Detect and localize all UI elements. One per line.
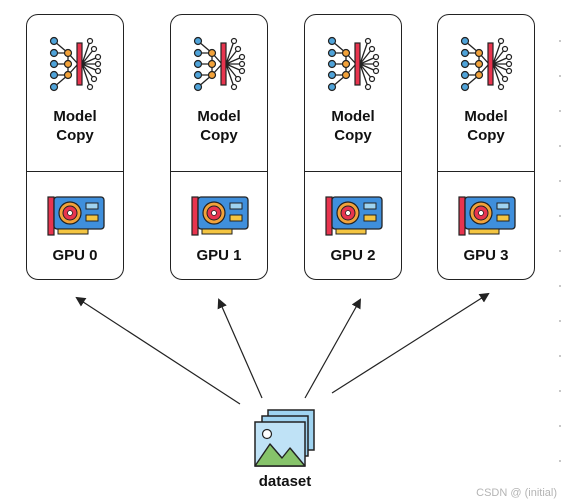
neural-network-icon: [460, 36, 513, 92]
neural-network-icon: [327, 36, 380, 92]
model-copy-label: Model Copy: [27, 107, 123, 145]
card-divider: [438, 171, 534, 172]
gpu-label: GPU 1: [196, 247, 242, 264]
gpu-card-0: Model Copy GPU 0: [26, 14, 124, 280]
arrow-to-gpu-3: [331, 292, 490, 394]
gpu-card-2: Model Copy GPU 2: [304, 14, 402, 280]
gpu-card-icon: [191, 196, 249, 236]
gpu-label: GPU 2: [330, 247, 376, 264]
arrow-to-gpu-1: [217, 298, 263, 399]
arrow-to-gpu-2: [304, 298, 361, 399]
card-divider: [171, 171, 267, 172]
gpu-card-1: Model Copy GPU 1: [170, 14, 268, 280]
model-label-line2: Copy: [56, 127, 94, 144]
gpu-card-icon: [458, 196, 516, 236]
dataset-images-icon: [254, 409, 315, 467]
card-divider: [27, 171, 123, 172]
model-label-line1: Model: [464, 108, 508, 125]
model-label-line1: Model: [331, 108, 375, 125]
neural-network-icon: [193, 36, 246, 92]
right-edge-dots: [559, 40, 561, 462]
model-copy-label: Model Copy: [171, 107, 267, 145]
watermark: CSDN @ (initial): [476, 487, 557, 499]
gpu-label: GPU 3: [463, 247, 509, 264]
gpu-card-3: Model Copy GPU 3: [437, 14, 535, 280]
model-copy-label: Model Copy: [305, 107, 401, 145]
model-copy-label: Model Copy: [438, 107, 534, 145]
gpu-card-icon: [47, 196, 105, 236]
model-label-line1: Model: [53, 108, 97, 125]
model-label-line2: Copy: [200, 127, 238, 144]
gpu-card-icon: [325, 196, 383, 236]
neural-network-icon: [49, 36, 102, 92]
model-label-line2: Copy: [334, 127, 372, 144]
dataset-label: dataset: [258, 473, 312, 490]
model-label-line2: Copy: [467, 127, 505, 144]
arrow-to-gpu-0: [75, 296, 241, 405]
card-divider: [305, 171, 401, 172]
model-label-line1: Model: [197, 108, 241, 125]
gpu-label: GPU 0: [52, 247, 98, 264]
